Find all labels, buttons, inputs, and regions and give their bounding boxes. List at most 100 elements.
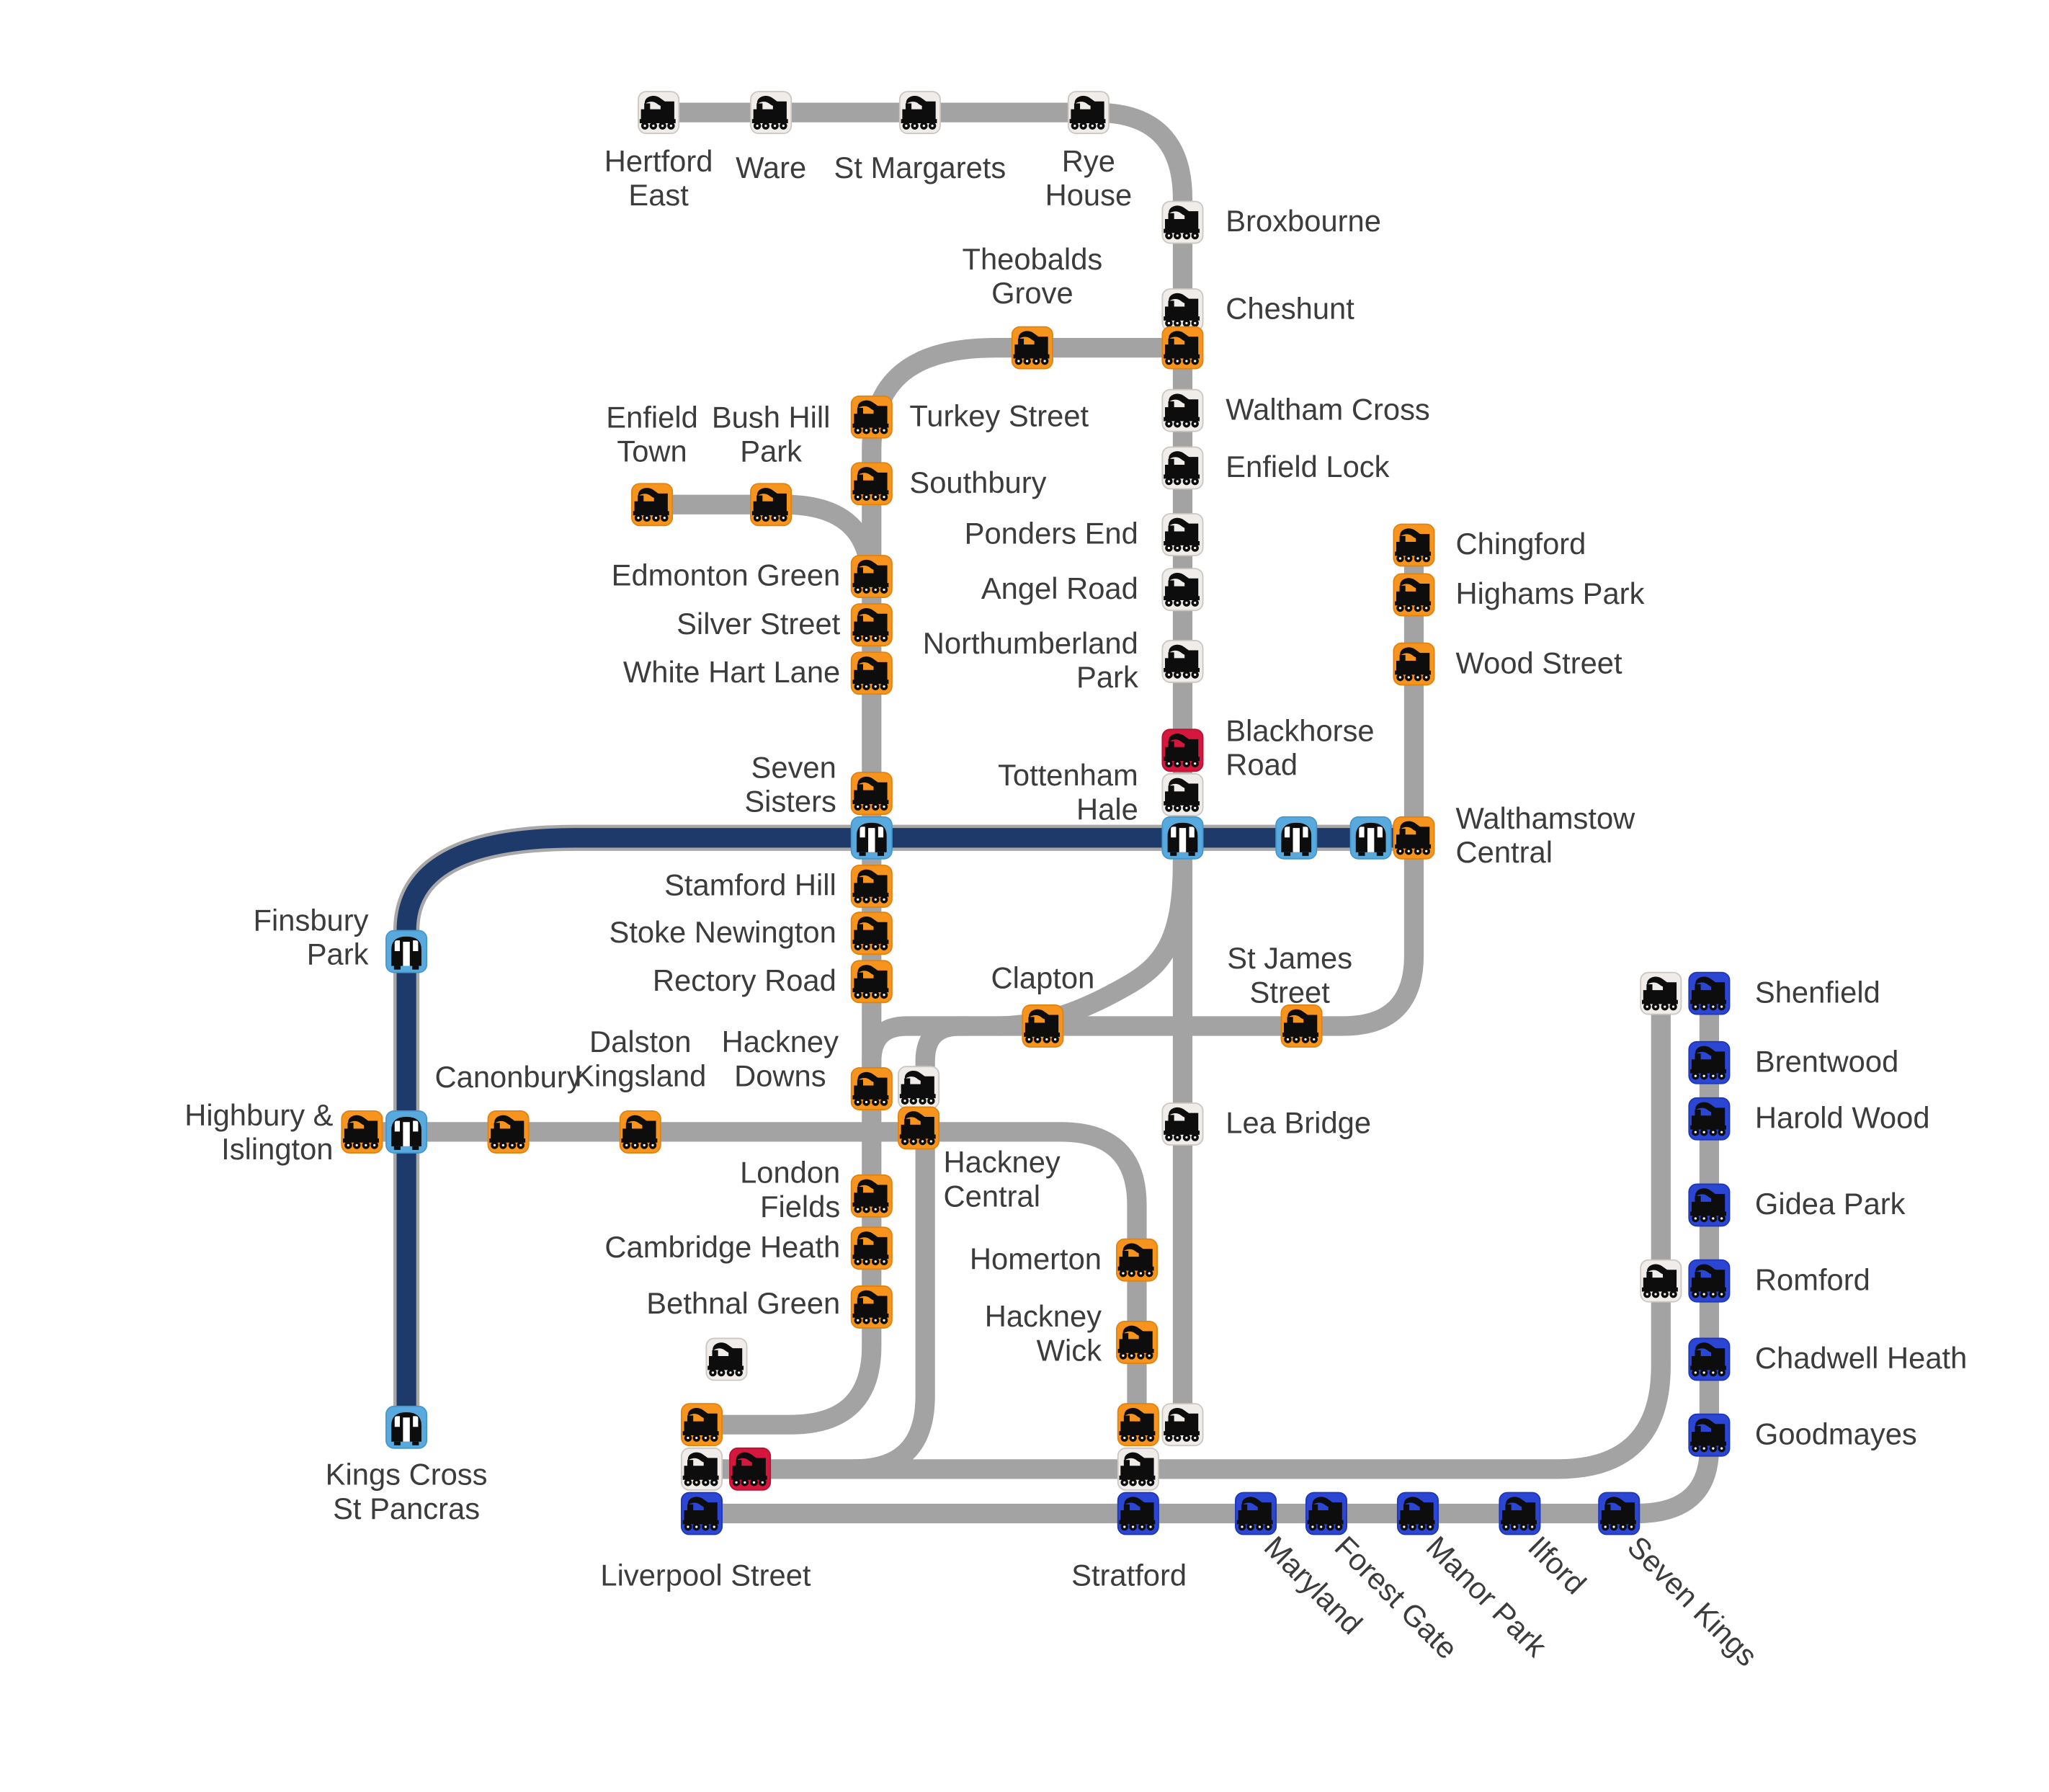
station-stratford-overground[interactable] — [1117, 1403, 1159, 1447]
station-rectory-road[interactable] — [850, 960, 893, 1004]
station-romford-rail[interactable] — [1640, 1259, 1682, 1303]
station-romford[interactable] — [1688, 1259, 1731, 1303]
station-cheshunt-overground[interactable] — [1161, 326, 1204, 370]
station-dalston-kingsland[interactable] — [619, 1110, 661, 1154]
station-wood-street[interactable] — [1393, 642, 1435, 686]
train-icon — [852, 1290, 889, 1324]
station-ilford[interactable] — [1499, 1492, 1541, 1535]
label-ponders-end: Ponders End — [965, 517, 1138, 550]
label-stratford: Stratford — [1071, 1558, 1187, 1592]
train-icon — [1236, 1497, 1273, 1531]
train-icon — [1642, 976, 1678, 1011]
station-tottenham-hale[interactable] — [1161, 773, 1204, 816]
station-clapton[interactable] — [1022, 1004, 1064, 1048]
station-seven-sisters-underground[interactable] — [850, 816, 893, 860]
train-icon — [1119, 1497, 1156, 1531]
station-hackney-central[interactable] — [898, 1106, 940, 1150]
train-icon — [343, 1115, 379, 1149]
station-shenfield-rail[interactable] — [1640, 971, 1682, 1015]
station-southbury[interactable] — [850, 462, 893, 506]
train-icon — [1164, 451, 1200, 486]
train-icon — [1164, 1407, 1200, 1442]
station-hertford-east[interactable] — [638, 91, 680, 135]
station-gidea-park[interactable] — [1688, 1183, 1731, 1227]
label-stoke-newington: Stoke Newington — [610, 915, 836, 949]
station-turkey-street[interactable] — [850, 395, 893, 439]
station-liverpool-street-rail[interactable] — [680, 1447, 723, 1491]
station-angel-road[interactable] — [1161, 568, 1204, 612]
station-chadwell-heath[interactable] — [1688, 1337, 1731, 1381]
underground-train-icon — [391, 1412, 421, 1445]
station-lea-bridge[interactable] — [1161, 1102, 1204, 1146]
label-angel-road: Angel Road — [981, 571, 1138, 605]
station-tottenham-hale-underground[interactable] — [1161, 816, 1204, 860]
station-bethnal-green-rail[interactable] — [705, 1337, 748, 1381]
station-stratford-lea-valley[interactable] — [1161, 1403, 1204, 1447]
station-highams-park[interactable] — [1393, 573, 1435, 617]
station-walthamstow-central[interactable] — [1393, 816, 1435, 860]
station-enfield-lock[interactable] — [1161, 446, 1204, 490]
station-seven-sisters[interactable] — [850, 772, 893, 816]
station-forest-gate[interactable] — [1305, 1492, 1348, 1535]
station-hackney-downs-rail[interactable] — [898, 1066, 940, 1110]
station-london-fields[interactable] — [850, 1174, 893, 1218]
station-bethnal-green[interactable] — [850, 1285, 893, 1329]
station-kings-cross-st-pancras[interactable] — [385, 1405, 428, 1449]
station-rye-house[interactable] — [1067, 91, 1110, 135]
station-liverpool-street-blue[interactable] — [680, 1492, 723, 1535]
train-icon — [707, 1342, 744, 1377]
station-enfield-town[interactable] — [631, 483, 674, 527]
underground-train-icon — [856, 822, 887, 856]
station-stratford-blue[interactable] — [1117, 1492, 1159, 1535]
station-maryland[interactable] — [1235, 1492, 1277, 1535]
station-edmonton-green[interactable] — [850, 555, 893, 598]
station-highbury-and-islington-underground[interactable] — [385, 1110, 428, 1154]
station-cambridge-heath[interactable] — [850, 1226, 893, 1270]
train-icon — [1164, 393, 1200, 428]
station-stoke-newington[interactable] — [850, 911, 893, 955]
station-northumberland-park[interactable] — [1161, 640, 1204, 683]
station-blackhorse-road[interactable] — [1161, 728, 1204, 772]
label-turkey-street: Turkey Street — [909, 398, 1089, 432]
station-broxbourne[interactable] — [1161, 200, 1204, 244]
station-cheshunt[interactable] — [1161, 288, 1204, 331]
station-walthamstow-central-underground[interactable] — [1349, 816, 1392, 860]
station-blackhorse-road-underground[interactable] — [1275, 816, 1318, 860]
station-bush-hill-park[interactable] — [750, 483, 793, 527]
station-ware[interactable] — [750, 91, 793, 135]
station-finsbury-park[interactable] — [385, 930, 428, 973]
station-waltham-cross[interactable] — [1161, 388, 1204, 432]
station-canonbury[interactable] — [487, 1110, 530, 1154]
station-white-hart-lane[interactable] — [850, 651, 893, 695]
station-homerton[interactable] — [1115, 1238, 1159, 1282]
station-liverpool-street-overground[interactable] — [680, 1403, 723, 1447]
station-chingford[interactable] — [1393, 523, 1435, 567]
station-goodmayes[interactable] — [1688, 1413, 1731, 1457]
station-seven-kings[interactable] — [1598, 1492, 1640, 1535]
station-hackney-downs[interactable] — [850, 1067, 893, 1110]
train-icon — [633, 488, 669, 522]
train-icon — [489, 1115, 526, 1149]
station-ponders-end[interactable] — [1161, 513, 1204, 556]
station-theobalds-grove[interactable] — [1011, 326, 1053, 370]
station-brentwood[interactable] — [1688, 1040, 1731, 1084]
station-liverpool-street-red[interactable] — [729, 1447, 772, 1491]
train-icon — [682, 1407, 719, 1442]
station-st-james-street[interactable] — [1280, 1004, 1323, 1048]
station-st-margarets[interactable] — [898, 91, 941, 135]
station-harold-wood[interactable] — [1688, 1097, 1731, 1141]
train-icon — [1282, 1009, 1319, 1043]
station-highbury-and-islington[interactable] — [341, 1110, 383, 1154]
station-shenfield[interactable] — [1688, 971, 1731, 1015]
station-manor-park[interactable] — [1396, 1492, 1439, 1535]
station-stratford-rail[interactable] — [1117, 1447, 1159, 1491]
station-silver-street[interactable] — [850, 603, 893, 647]
train-icon — [1164, 572, 1200, 607]
label-harold-wood: Harold Wood — [1755, 1100, 1930, 1134]
station-stamford-hill[interactable] — [850, 864, 893, 908]
station-hackney-wick[interactable] — [1115, 1320, 1159, 1364]
line-hackney-downs-junction-link — [862, 1016, 977, 1071]
